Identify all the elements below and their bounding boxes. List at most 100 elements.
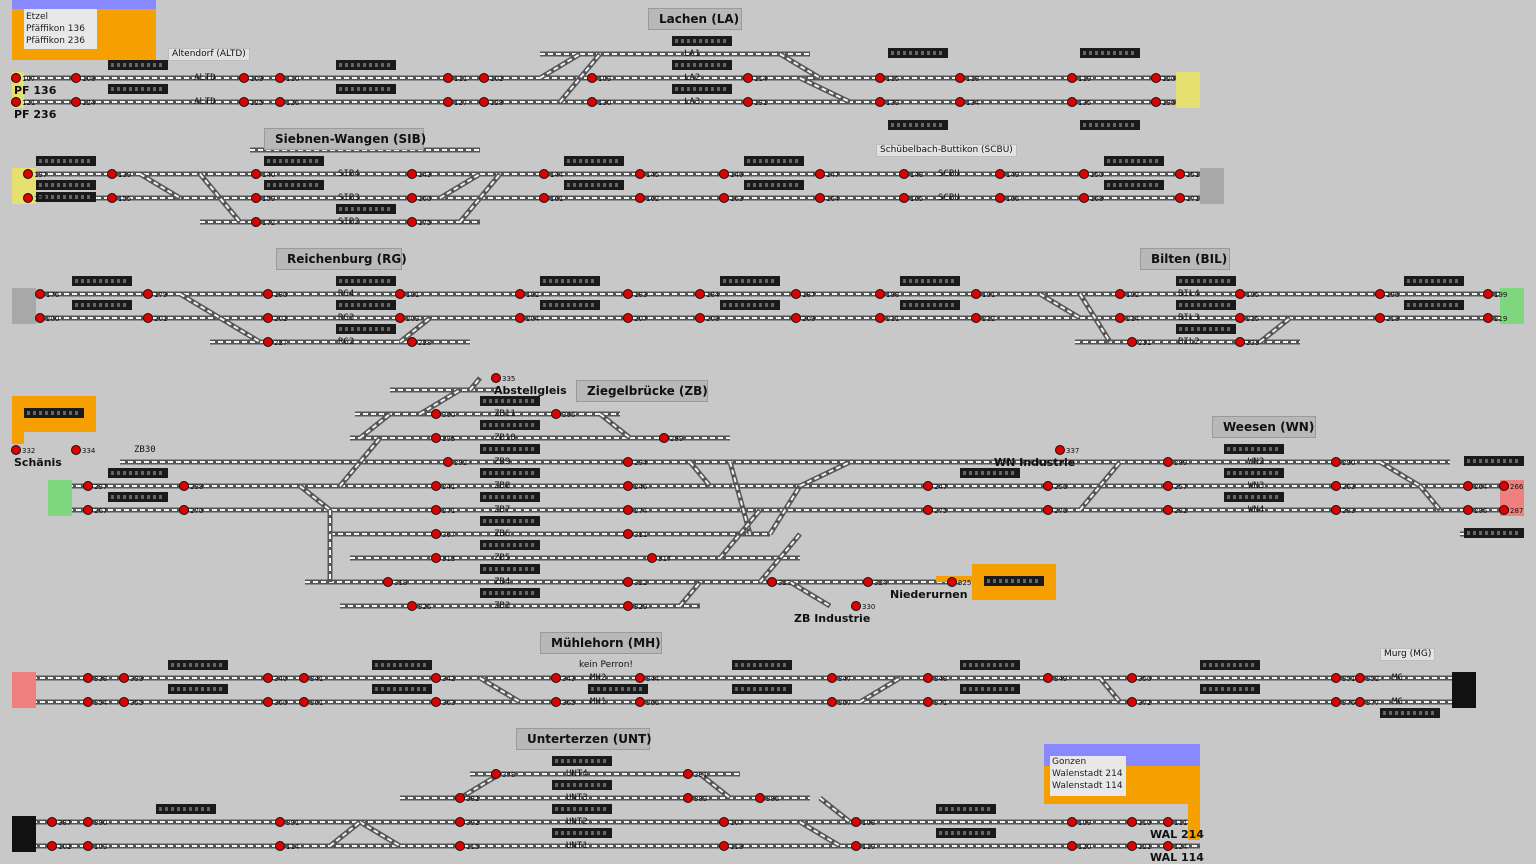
station-bilten[interactable]: Bilten (BIL) xyxy=(1140,248,1230,270)
signal[interactable] xyxy=(995,169,1005,179)
signal[interactable] xyxy=(623,505,633,515)
signal[interactable] xyxy=(623,481,633,491)
signal[interactable] xyxy=(955,73,965,83)
signal[interactable] xyxy=(587,97,597,107)
signal[interactable] xyxy=(995,193,1005,203)
signal[interactable] xyxy=(251,217,261,227)
block-indicator[interactable] xyxy=(1104,180,1164,190)
signal[interactable] xyxy=(23,169,33,179)
signal[interactable] xyxy=(539,169,549,179)
block-indicator[interactable] xyxy=(108,492,168,502)
signal[interactable] xyxy=(623,529,633,539)
signal[interactable] xyxy=(263,313,273,323)
signal[interactable] xyxy=(647,553,657,563)
signal[interactable] xyxy=(1151,73,1161,83)
signal[interactable] xyxy=(443,457,453,467)
signal[interactable] xyxy=(947,577,957,587)
signal[interactable] xyxy=(1499,505,1509,515)
signal[interactable] xyxy=(623,313,633,323)
signal[interactable] xyxy=(35,289,45,299)
signal[interactable] xyxy=(395,313,405,323)
signal[interactable] xyxy=(263,697,273,707)
signal[interactable] xyxy=(1331,505,1341,515)
block-indicator[interactable] xyxy=(720,276,780,286)
signal[interactable] xyxy=(1375,313,1385,323)
signal[interactable] xyxy=(635,169,645,179)
unterterzen-start-block[interactable] xyxy=(12,816,36,852)
signal[interactable] xyxy=(1331,481,1341,491)
block-indicator[interactable] xyxy=(960,468,1020,478)
signal[interactable] xyxy=(623,577,633,587)
signal[interactable] xyxy=(1127,841,1137,851)
signal[interactable] xyxy=(299,697,309,707)
signal[interactable] xyxy=(1163,505,1173,515)
signal[interactable] xyxy=(383,577,393,587)
block-indicator[interactable] xyxy=(900,300,960,310)
gonzen-panel[interactable]: Gonzen Walenstadt 214 Walenstadt 114 xyxy=(1044,744,1200,804)
block-indicator[interactable] xyxy=(480,564,540,574)
signal[interactable] xyxy=(1115,313,1125,323)
signal[interactable] xyxy=(119,673,129,683)
signal[interactable] xyxy=(515,313,525,323)
block-indicator[interactable] xyxy=(480,540,540,550)
signal[interactable] xyxy=(515,289,525,299)
block-indicator[interactable] xyxy=(960,684,1020,694)
station-muehlehorn[interactable]: Mühlehorn (MH) xyxy=(540,632,662,654)
block-indicator[interactable] xyxy=(1464,456,1524,466)
signal[interactable] xyxy=(275,817,285,827)
signal[interactable] xyxy=(1079,193,1089,203)
signal[interactable] xyxy=(251,193,261,203)
block-indicator[interactable] xyxy=(36,180,96,190)
block-indicator[interactable] xyxy=(564,180,624,190)
signal[interactable] xyxy=(47,817,57,827)
signal[interactable] xyxy=(695,289,705,299)
signal[interactable] xyxy=(11,445,21,455)
block-indicator[interactable] xyxy=(744,180,804,190)
block-indicator[interactable] xyxy=(960,660,1020,670)
block-indicator[interactable] xyxy=(984,576,1044,586)
signal[interactable] xyxy=(1483,289,1493,299)
signal[interactable] xyxy=(923,697,933,707)
signal[interactable] xyxy=(83,817,93,827)
schaenis-stem[interactable] xyxy=(12,420,24,444)
signal[interactable] xyxy=(1483,313,1493,323)
signal[interactable] xyxy=(407,601,417,611)
signal[interactable] xyxy=(623,457,633,467)
signal[interactable] xyxy=(1151,97,1161,107)
signal[interactable] xyxy=(47,841,57,851)
signal-layer[interactable] xyxy=(11,73,1509,851)
signal[interactable] xyxy=(407,217,417,227)
signal[interactable] xyxy=(875,313,885,323)
signal[interactable] xyxy=(791,313,801,323)
block-indicator[interactable] xyxy=(168,684,228,694)
block-indicator[interactable] xyxy=(168,660,228,670)
block-indicator[interactable] xyxy=(372,684,432,694)
block-indicator[interactable] xyxy=(480,444,540,454)
signal[interactable] xyxy=(1163,457,1173,467)
block-indicator[interactable] xyxy=(480,492,540,502)
signal[interactable] xyxy=(407,169,417,179)
signal[interactable] xyxy=(407,193,417,203)
signal[interactable] xyxy=(83,481,93,491)
signal[interactable] xyxy=(955,97,965,107)
signal[interactable] xyxy=(1043,505,1053,515)
block-indicator[interactable] xyxy=(24,408,84,418)
block-indicator[interactable] xyxy=(336,84,396,94)
signal[interactable] xyxy=(107,193,117,203)
station-unterterzen[interactable]: Unterterzen (UNT) xyxy=(516,728,652,750)
signal[interactable] xyxy=(179,481,189,491)
block-indicator[interactable] xyxy=(1404,276,1464,286)
signal[interactable] xyxy=(767,577,777,587)
signal[interactable] xyxy=(791,289,801,299)
signal[interactable] xyxy=(275,97,285,107)
signal[interactable] xyxy=(851,817,861,827)
signal[interactable] xyxy=(83,673,93,683)
signal[interactable] xyxy=(875,289,885,299)
signal[interactable] xyxy=(1355,673,1365,683)
block-indicator[interactable] xyxy=(336,60,396,70)
block-indicator[interactable] xyxy=(1224,444,1284,454)
signal[interactable] xyxy=(719,817,729,827)
murg-end-block[interactable] xyxy=(1452,672,1476,708)
block-indicator[interactable] xyxy=(1176,324,1236,334)
signal[interactable] xyxy=(431,697,441,707)
